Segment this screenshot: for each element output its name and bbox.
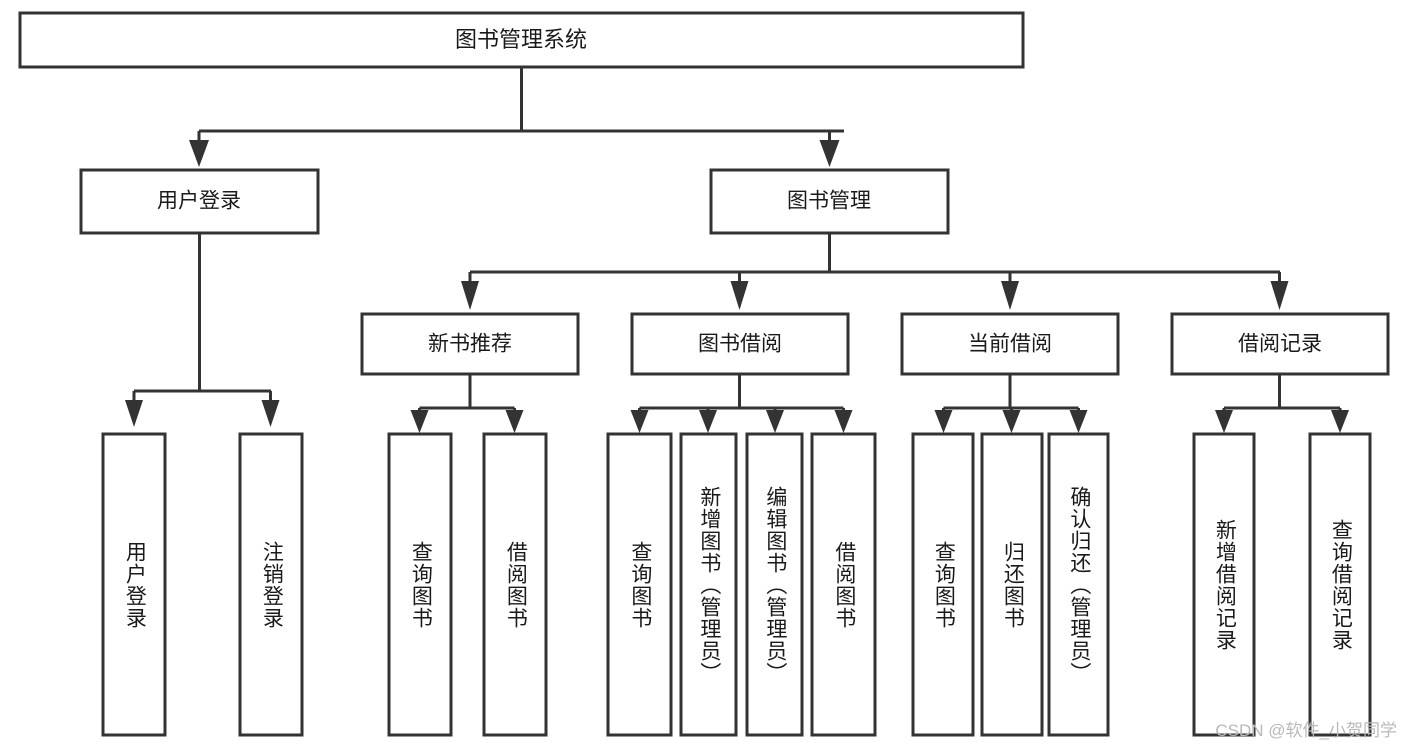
arrow-head-book-manage bbox=[819, 140, 840, 167]
arrow-head-leaf-confirm-return bbox=[1069, 410, 1088, 433]
leaf-return-book-box[interactable] bbox=[980, 432, 1044, 737]
arrow-head-leaf-user-login bbox=[125, 400, 143, 427]
arrow-head-leaf-query-book-1 bbox=[410, 410, 429, 433]
leaf-query-book-3-box[interactable] bbox=[911, 432, 975, 737]
node-user-login-label: 用户登录 bbox=[157, 190, 241, 213]
leaf-borrow-book-2-box[interactable] bbox=[810, 432, 877, 737]
leaf-user-login-box[interactable] bbox=[101, 432, 167, 737]
node-new-book-rec-label: 新书推荐 bbox=[428, 333, 512, 356]
leaf-borrow-book-1-box[interactable] bbox=[482, 432, 548, 737]
leaf-edit-book-box[interactable] bbox=[745, 432, 804, 737]
node-current-borrow-label: 当前借阅 bbox=[968, 333, 1052, 356]
leaf-query-record-box[interactable] bbox=[1308, 432, 1372, 737]
arrow-head-new-book-rec bbox=[461, 281, 479, 310]
node-root[interactable]: 图书管理系统 bbox=[18, 11, 1025, 69]
arrow-head-user-login bbox=[189, 140, 209, 167]
leaf-boxes bbox=[101, 432, 1372, 737]
leaf-query-book-1-box[interactable] bbox=[387, 432, 453, 737]
node-book-manage[interactable]: 图书管理 bbox=[709, 168, 950, 235]
arrow-head-leaf-borrow-book-1 bbox=[505, 410, 524, 433]
arrow-head-book-borrow bbox=[730, 281, 749, 310]
node-new-book-rec-box[interactable] bbox=[360, 312, 580, 376]
node-borrow-record[interactable]: 借阅记录 bbox=[1170, 312, 1390, 376]
arrow-head-leaf-add-book bbox=[699, 410, 717, 433]
arrow-head-leaf-query-book-2 bbox=[630, 410, 649, 433]
node-book-manage-box[interactable] bbox=[709, 168, 950, 235]
arrow-head-leaf-add-record bbox=[1215, 410, 1233, 433]
node-user-login-box[interactable] bbox=[79, 168, 320, 235]
arrow-head-borrow-record bbox=[1270, 281, 1289, 310]
connector-layer bbox=[125, 67, 1349, 433]
node-current-borrow[interactable]: 当前借阅 bbox=[900, 312, 1120, 376]
watermark-text: CSDN @软件_小贺同学 bbox=[1215, 721, 1397, 740]
node-book-borrow[interactable]: 图书借阅 bbox=[630, 312, 850, 376]
node-current-borrow-box[interactable] bbox=[900, 312, 1120, 376]
leaf-add-record-box[interactable] bbox=[1192, 432, 1256, 737]
leaf-add-book-box[interactable] bbox=[679, 432, 738, 737]
arrow-head-leaf-borrow-book-2 bbox=[834, 410, 853, 433]
node-new-book-rec[interactable]: 新书推荐 bbox=[360, 312, 580, 376]
node-borrow-record-label: 借阅记录 bbox=[1238, 333, 1322, 356]
node-user-login[interactable]: 用户登录 bbox=[79, 168, 320, 235]
arrow-head-leaf-edit-book bbox=[766, 410, 784, 433]
node-root-box[interactable] bbox=[18, 11, 1025, 69]
arrow-head-leaf-user-logout bbox=[261, 400, 280, 427]
node-book-manage-label: 图书管理 bbox=[787, 190, 871, 213]
node-root-label: 图书管理系统 bbox=[455, 27, 587, 52]
leaf-user-logout-box[interactable] bbox=[238, 432, 304, 737]
leaf-confirm-return-box[interactable] bbox=[1047, 432, 1110, 737]
node-book-borrow-label: 图书借阅 bbox=[698, 333, 782, 356]
arrow-head-current-borrow bbox=[1001, 281, 1019, 310]
arrow-head-leaf-return-book bbox=[1002, 410, 1021, 433]
arrow-head-leaf-query-book-3 bbox=[934, 410, 953, 433]
leaf-query-book-2-box[interactable] bbox=[606, 432, 673, 737]
node-borrow-record-box[interactable] bbox=[1170, 312, 1390, 376]
arrow-head-leaf-query-record bbox=[1331, 410, 1349, 433]
node-book-borrow-box[interactable] bbox=[630, 312, 850, 376]
